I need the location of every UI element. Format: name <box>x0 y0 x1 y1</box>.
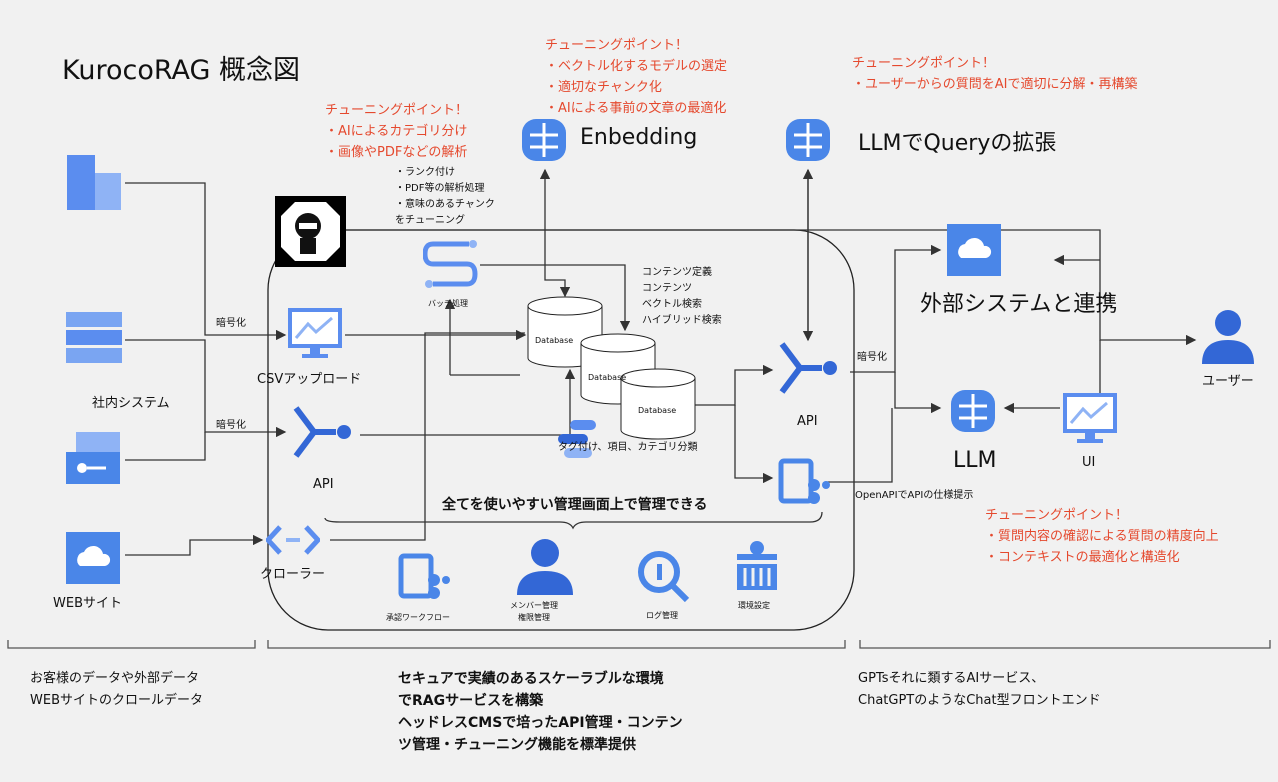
tuning-llm: チューニングポイント！ ・質問内容の確認による質問の精度向上 ・コンテキストの最… <box>985 505 1219 568</box>
embedding-label: Enbedding <box>580 125 698 150</box>
api-label: API <box>313 477 334 492</box>
clipboard-spec-icon <box>778 458 830 504</box>
admin-approval-label: 承認ワークフロー <box>386 613 450 622</box>
user-icon <box>1202 310 1254 364</box>
note-line: ・意味のあるチャンク <box>395 199 495 210</box>
footer-left: お客様のデータや外部データ WEBサイトのクロールデータ <box>30 668 203 712</box>
diagram-title: KurocoRAG 概念図 <box>62 55 301 86</box>
footer-line: ヘッドレスCMSで培ったAPI管理・コンテン <box>398 715 683 731</box>
tuning-item: ・AIによるカテゴリ分け <box>325 124 468 139</box>
footer-line: お客様のデータや外部データ <box>30 671 200 686</box>
tuning-item: ・質問内容の確認による質問の精度向上 <box>985 529 1219 544</box>
crawler-label: クローラー <box>260 567 326 582</box>
footer-line: ツ管理・チューニング機能を標準提供 <box>398 737 636 753</box>
ui-label: UI <box>1082 455 1096 470</box>
encrypt-label: 暗号化 <box>857 352 887 363</box>
footer-center: セキュアで実績のあるスケーラブルな環境 でRAGサービスを構築 ヘッドレスCMS… <box>398 668 683 756</box>
kuroco-ninja-logo <box>275 196 346 267</box>
approval-clipboard-icon <box>398 553 450 599</box>
cloud-icon <box>947 224 1001 276</box>
query-label: LLMでQueryの拡張 <box>858 131 1057 156</box>
building-icon <box>67 155 121 210</box>
key-vault-icon <box>66 432 120 484</box>
footer-line: WEBサイトのクロールデータ <box>30 693 203 708</box>
footer-line: ChatGPTのようなChat型フロントエンド <box>858 693 1101 708</box>
tag-label: タグ付け、項目、カテゴリ分類 <box>558 442 698 453</box>
database-label: Database <box>535 336 574 345</box>
batch-label: バッチ処理 <box>428 299 468 308</box>
brain-icon <box>522 119 566 161</box>
note-line: ベクトル検索 <box>642 299 702 310</box>
note-line: ・ランク付け <box>395 167 455 178</box>
internal-system-label: 社内システム <box>92 396 170 411</box>
tuning-item: ・AIによる事前の文章の最適化 <box>545 101 727 116</box>
user-label: ユーザー <box>1202 374 1254 389</box>
tuning-query: チューニングポイント！ ・ユーザーからの質問をAIで適切に分解・再構築 <box>852 53 1137 95</box>
footer-right: GPTsそれに類するAIサービス、 ChatGPTのようなChat型フロントエン… <box>858 668 1101 712</box>
manage-caption: 全てを使いやすい管理画面上で管理できる <box>442 497 708 513</box>
tuning-item: ・画像やPDFなどの解析 <box>325 145 468 160</box>
tag-bars-icon <box>558 420 596 458</box>
database-label: Database <box>588 373 627 382</box>
tuning-heading: チューニングポイント！ <box>545 38 689 53</box>
csv-upload-label: CSVアップロード <box>257 372 362 387</box>
tuning-item: ・ベクトル化するモデルの選定 <box>545 59 728 74</box>
llm-label: LLM <box>953 448 997 473</box>
workflow-icon <box>423 240 478 288</box>
log-search-icon <box>638 551 690 602</box>
note-line: をチューニング <box>395 215 465 226</box>
tuning-ingest: チューニングポイント！ ・AIによるカテゴリ分け ・画像やPDFなどの解析 <box>325 100 468 163</box>
llm-brain-icon <box>951 390 995 432</box>
settings-building-icon <box>737 541 777 590</box>
tuning-embed: チューニングポイント！ ・ベクトル化するモデルの選定 ・適切なチャンク化 ・AI… <box>545 35 727 119</box>
footer-line: GPTsそれに類するAIサービス、 <box>858 671 1045 686</box>
openapi-label: OpenAPIでAPIの仕様提示 <box>855 490 974 501</box>
note-line: ハイブリッド検索 <box>642 315 722 326</box>
admin-log-label: ログ管理 <box>646 611 678 620</box>
brain-icon <box>786 119 830 161</box>
website-label: WEBサイト <box>53 596 122 611</box>
tuning-item: ・コンテキストの最適化と構造化 <box>985 550 1180 565</box>
monitor-chart-icon <box>288 308 342 358</box>
note-line: コンテンツ定義 <box>642 267 712 278</box>
db-notes: コンテンツ定義 コンテンツ ベクトル検索 ハイブリッド検索 <box>642 265 722 329</box>
encrypt-label: 暗号化 <box>216 420 246 431</box>
admin-settings-label: 環境設定 <box>738 601 770 610</box>
cloud-icon <box>66 532 120 584</box>
tuning-heading: チューニングポイント！ <box>325 103 469 118</box>
note-line: コンテンツ <box>642 283 692 294</box>
note-line: ・PDF等の解析処理 <box>395 183 485 194</box>
api-label-right: API <box>797 414 818 429</box>
tuning-item: ・適切なチャンク化 <box>545 80 662 95</box>
footer-line: でRAGサービスを構築 <box>398 693 544 709</box>
member-icon <box>517 539 573 595</box>
crawler-code-icon <box>266 525 320 555</box>
tuning-item: ・ユーザーからの質問をAIで適切に分解・再構築 <box>852 77 1138 92</box>
api-icon <box>779 342 837 394</box>
external-system-label: 外部システムと連携 <box>920 292 1118 317</box>
batch-notes: ・ランク付け ・PDF等の解析処理 ・意味のあるチャンク をチューニング <box>395 165 495 229</box>
server-icon <box>66 312 122 363</box>
database-label: Database <box>638 406 677 415</box>
footer-line: セキュアで実績のあるスケーラブルな環境 <box>398 671 664 687</box>
admin-member-label: メンバー管理 権限管理 <box>510 601 558 622</box>
ui-monitor-icon <box>1063 393 1117 443</box>
api-icon <box>293 406 351 458</box>
tuning-heading: チューニングポイント！ <box>985 508 1129 523</box>
database-cylinder: Database <box>620 368 696 440</box>
tuning-heading: チューニングポイント！ <box>852 56 996 71</box>
encrypt-label: 暗号化 <box>216 318 246 329</box>
